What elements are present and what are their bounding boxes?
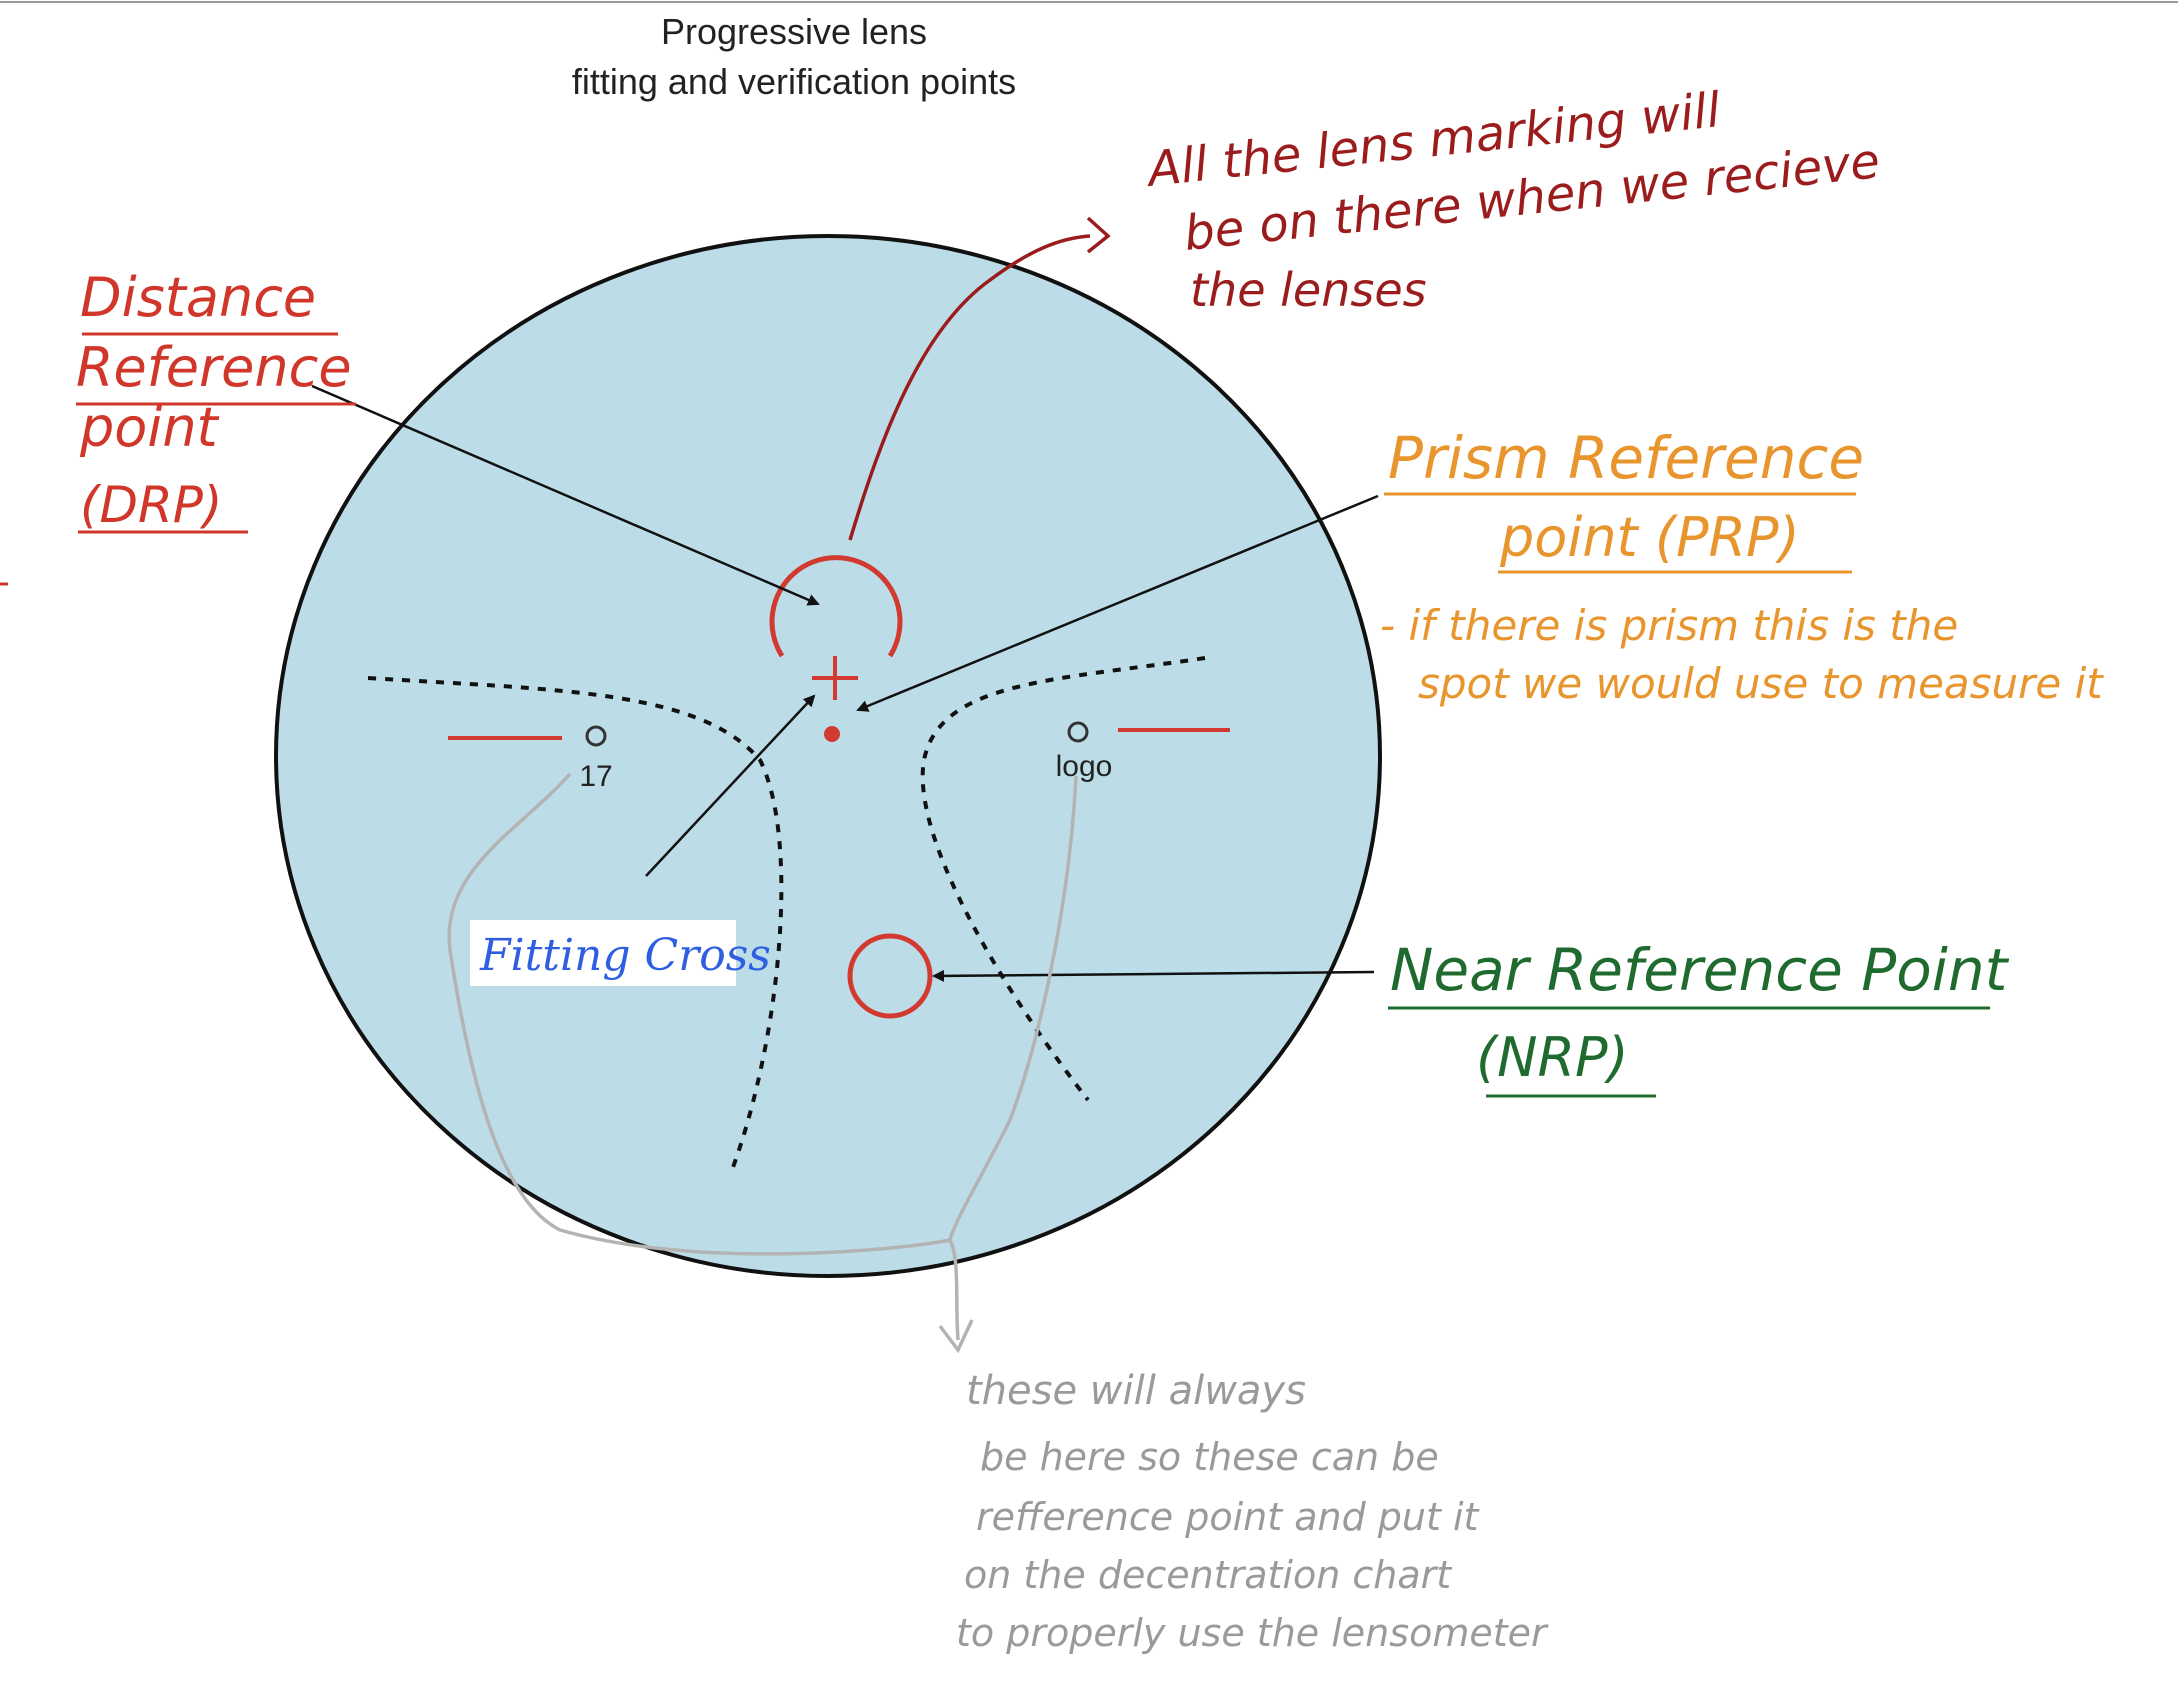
nrp-label-line-2: (NRP) — [1476, 1026, 1629, 1089]
prism-reference-dot — [824, 726, 840, 742]
bottom-note-arrowhead-icon — [938, 1319, 974, 1354]
left-engraving-gray-line — [447, 772, 960, 1341]
bottom-note-line-5: to properly use the lensometer — [956, 1611, 1549, 1655]
left-engraving-label: 17 — [579, 760, 612, 793]
title-line-2: fitting and verification points — [572, 61, 1016, 102]
fitting-cross-pointer-arrow — [645, 694, 816, 877]
top-note: All the lens marking will be on there wh… — [1142, 82, 1882, 317]
top-note-arrow — [848, 234, 1091, 541]
lens-circle — [274, 234, 1382, 1278]
prp-label: Prism Reference point (PRP) - if there i… — [1380, 424, 2104, 708]
prp-pointer-arrow — [856, 494, 1379, 712]
bottom-note-line-2: be here so these can be — [980, 1435, 1439, 1479]
title-line-1: Progressive lens — [661, 11, 927, 52]
drp-label: Distance Reference point (DRP) — [76, 266, 352, 534]
right-engraving-label: logo — [1056, 750, 1113, 783]
top-note-line-3: the lenses — [1190, 263, 1427, 317]
drp-label-line-2: Reference — [76, 336, 352, 399]
bottom-note: these will always be here so these can b… — [956, 1368, 1549, 1655]
prp-label-line-2: point (PRP) — [1499, 506, 1800, 569]
near-reference-circle — [847, 933, 933, 1019]
bottom-note-line-1: these will always — [966, 1368, 1306, 1414]
fitting-cross-label-box — [470, 920, 736, 986]
left-engraving-circle — [585, 725, 607, 747]
top-note-arrowhead-icon — [1086, 216, 1111, 254]
left-dashed-boundary — [367, 676, 784, 1171]
prp-note-line-1: - if there is prism this is the — [1380, 601, 1958, 650]
prp-note-line-2: spot we would use to measure it — [1418, 659, 2104, 708]
fitting-cross-label: Fitting Cross — [479, 930, 771, 981]
right-engraving-circle — [1067, 721, 1089, 743]
bottom-note-line-4: on the decentration chart — [964, 1553, 1453, 1597]
nrp-label: Near Reference Point (NRP) — [1390, 936, 2010, 1089]
drp-label-line-1: Distance — [80, 266, 316, 329]
bottom-note-line-3: refference point and put it — [976, 1495, 1481, 1539]
drp-label-line-4: (DRP) — [80, 476, 222, 534]
nrp-label-line-1: Near Reference Point — [1390, 936, 2010, 1004]
prp-label-line-1: Prism Reference — [1388, 424, 1864, 492]
drp-pointer-arrow — [311, 384, 820, 606]
distance-reference-arc — [769, 555, 903, 658]
right-engraving-gray-line — [948, 775, 1078, 1241]
drp-label-line-3: point — [79, 396, 220, 459]
nrp-pointer-arrow — [932, 969, 1375, 982]
